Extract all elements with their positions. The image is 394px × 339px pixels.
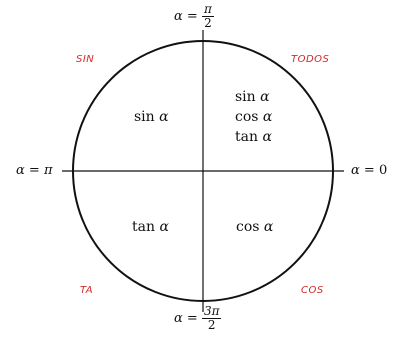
quadrant-label-ta: TA — [80, 285, 94, 296]
q1-tan: tan α — [235, 129, 272, 145]
quadrant-2-functions: sin α — [134, 109, 169, 125]
fraction-pi-over-2: π 2 — [201, 2, 214, 30]
quadrant-4-functions: cos α — [236, 219, 274, 235]
fraction-3pi-over-2: 3π 2 — [201, 304, 222, 332]
quadrant-3-functions: tan α — [132, 219, 169, 235]
q1-sin: sin α — [235, 89, 270, 105]
quadrant-label-cos: COS — [301, 285, 324, 296]
quadrant-label-todos: TODOS — [291, 54, 330, 65]
q1-cos: cos α — [235, 109, 273, 125]
angle-label-pi: α = π — [16, 163, 53, 178]
quadrant-label-sin: SIN — [76, 54, 95, 65]
angle-label-zero: α = 0 — [351, 163, 388, 178]
quadrant-1-functions: sin α cos α tan α — [235, 87, 272, 147]
angle-label-3pi-over-2: α = 3π 2 — [174, 304, 222, 332]
angle-label-pi-over-2: α = π 2 — [174, 2, 214, 30]
